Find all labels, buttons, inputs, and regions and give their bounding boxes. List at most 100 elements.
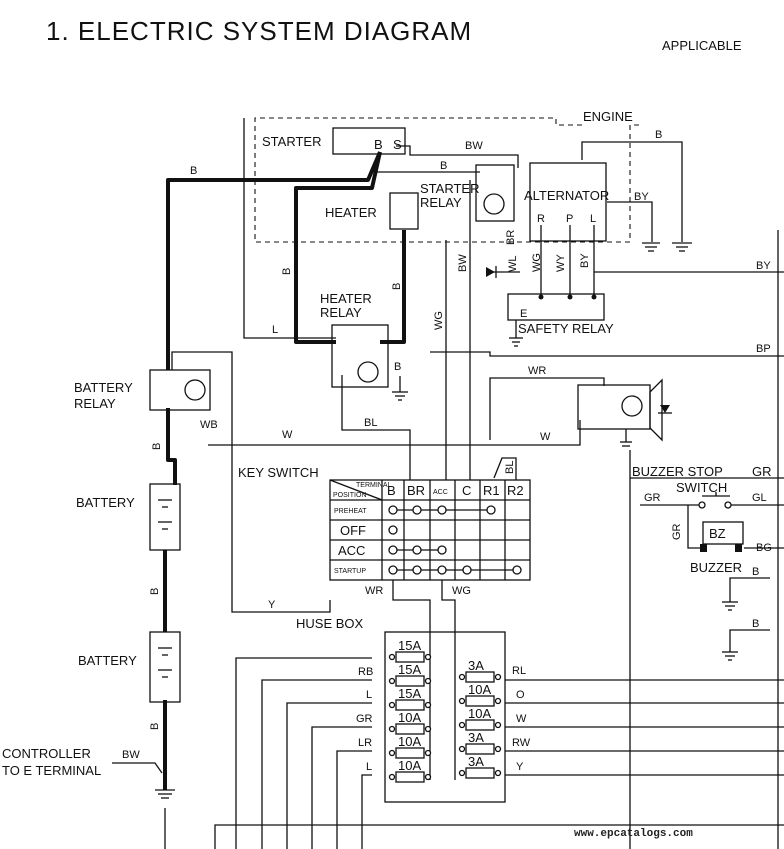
buzzer-wire-label-gl: GL (752, 492, 767, 504)
ground-icon (722, 601, 738, 611)
starter-label: STARTER (262, 134, 321, 149)
ground-icon (722, 651, 738, 661)
wire-label-b-3: B (391, 283, 403, 290)
key-row-preheat: PREHEAT (334, 508, 367, 515)
wire-label-b-1: B (190, 165, 197, 177)
fuse-right-1: 3A (458, 658, 502, 683)
wire-label-wy: WY (555, 254, 567, 272)
fuse-box (384, 631, 506, 803)
wire-b-ground-2 (729, 629, 770, 652)
wire-b-ground-1 (729, 577, 770, 602)
buzzer-label: BUZZER (690, 560, 742, 575)
buzzer-wire-label-gr-top: GR (752, 464, 772, 479)
fuse-box-label: HUSE BOX (296, 616, 364, 631)
battery-1: BATTERY (76, 483, 181, 551)
fuse-right-1-rating: 3A (468, 658, 484, 673)
alternator-label: ALTERNATOR (524, 188, 609, 203)
wire-label-w-1: W (282, 429, 293, 441)
fuse-wire-label-lr: LR (358, 737, 372, 749)
battery-relay-output-cable (166, 408, 177, 485)
main-battery-cable (166, 151, 382, 370)
fuse-right-5-rating: 3A (468, 754, 484, 769)
wire-label-wb: WB (200, 419, 218, 431)
alt-terminal-l: L (590, 213, 596, 225)
fuse-left-4-rating: 10A (398, 710, 421, 725)
fuse-left-1-rating: 15A (398, 638, 421, 653)
wire-label-b-engine: B (655, 129, 662, 141)
wire-label-b-relay: B (440, 160, 447, 172)
engine-enclosure: ENGINE (254, 109, 640, 243)
heater-relay-feed-cable (294, 151, 382, 344)
fuse-left-6-rating: 10A (398, 758, 421, 773)
wire-label-b-5: B (149, 588, 161, 595)
buzzer: GR BZ BUZZER (671, 505, 744, 575)
wire-wr (489, 377, 605, 440)
wire-label-wl: WL (507, 256, 519, 273)
diode-icon (486, 266, 497, 278)
key-switch-table: TERMINAL POSITION B BR ACC C R1 R2 PREHE… (329, 479, 531, 581)
fuse-wire-label-w: W (516, 713, 527, 725)
wire-bl (341, 375, 411, 480)
wire-label-by-top: BY (634, 191, 649, 203)
battery-relay: BATTERY RELAY WB (74, 369, 218, 431)
key-table-corner-top: TERMINAL (356, 482, 392, 489)
fuse-wire-label-o: O (516, 689, 525, 701)
heater-label: HEATER (325, 205, 377, 220)
wire-label-b-2: B (281, 268, 293, 275)
buzzer-wire-label-bg: BG (756, 542, 772, 554)
safety-relay-label: SAFETY RELAY (518, 321, 614, 336)
wire-w (208, 420, 581, 446)
fuse-left-3-rating: 15A (398, 686, 421, 701)
wire-label-bl: BL (364, 417, 377, 429)
fuse-left-5: 10A (388, 734, 432, 759)
wire-l-loop (243, 118, 336, 339)
fuse-right-4: 3A (458, 730, 502, 755)
fuse-left-1: 15A (388, 638, 432, 663)
key-col-r1: R1 (483, 483, 500, 498)
ground-icon: B (581, 129, 692, 252)
battery-1-label: BATTERY (76, 495, 135, 510)
key-col-b: B (387, 483, 396, 498)
buzzer-stop-label: BUZZER STOP (632, 464, 723, 479)
starter-terminal-b: B (374, 137, 383, 152)
battery-relay-label-2: RELAY (74, 396, 116, 411)
starter-relay-label-1: STARTER (420, 181, 479, 196)
controller-label-2: TO E TERMINAL (2, 763, 101, 778)
wire-label-wg-2: WG (531, 253, 543, 272)
heater-relay-terminal-b: B (394, 361, 401, 373)
fuse-left-6: 10A (388, 758, 432, 783)
key-table-corner-bottom: POSITION (333, 492, 366, 499)
starter-relay: STARTER RELAY (420, 164, 515, 222)
wire-label-wg-3: WG (452, 585, 471, 597)
fuse-wire-label-y: Y (516, 761, 524, 773)
fuse-left-4: 10A (388, 710, 432, 735)
fuse-right-5: 3A (458, 754, 502, 779)
fuse-wire-label-rb: RB (358, 666, 373, 678)
fuse-wire-label-rw: RW (512, 737, 531, 749)
heater-relay: HEATER RELAY B (320, 291, 401, 392)
applicable-label: APPLICABLE (662, 38, 742, 53)
fuse-left-3: 15A (388, 686, 432, 711)
wire-label-bw-2: BW (457, 254, 469, 272)
wire-label-l: L (272, 324, 278, 336)
starter: STARTER B S (262, 127, 406, 155)
fuse-right-3: 10A (458, 706, 502, 731)
wire-label-by-2: BY (579, 253, 591, 268)
heater-relay-label-1: HEATER (320, 291, 372, 306)
key-row-off: OFF (340, 523, 366, 538)
wire-bp (430, 351, 784, 357)
alt-terminal-r: R (537, 213, 545, 225)
buzzer-bz-label: BZ (709, 526, 726, 541)
buzzer-wire-label-gr-2: GR (671, 523, 683, 540)
fuse-wire-label-l-2: L (366, 761, 372, 773)
fuse-left-2-rating: 15A (398, 662, 421, 677)
key-row-startup: STARTUP (334, 568, 366, 575)
fuse-wire-label-l: L (366, 689, 372, 701)
wire-label-bl-2: BL (504, 461, 516, 474)
wire-out-lr (336, 750, 372, 849)
key-col-r2: R2 (507, 483, 524, 498)
wire-out-l (286, 702, 372, 849)
ground-icon (392, 391, 408, 401)
key-col-c: C (462, 483, 471, 498)
